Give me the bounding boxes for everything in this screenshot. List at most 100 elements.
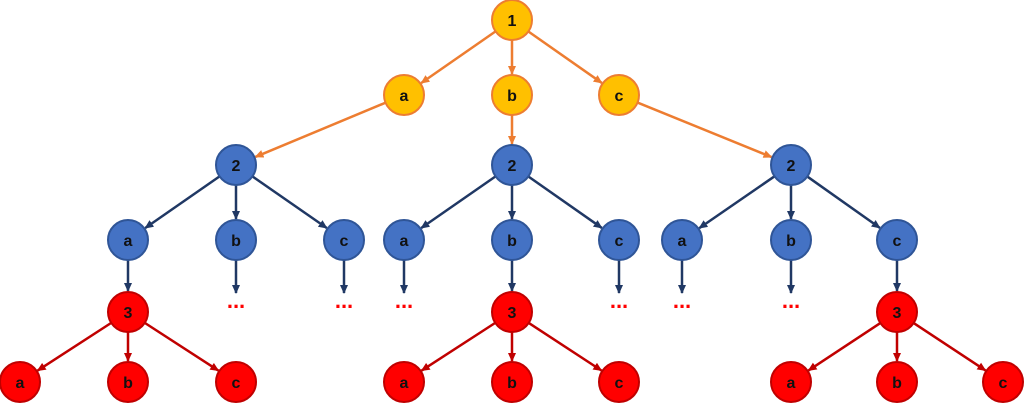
- root-node: 1: [491, 0, 533, 41]
- edge-node2-1-to-c: [527, 175, 603, 229]
- choice-node-l3-2-a-circle: [770, 361, 812, 403]
- ellipsis-l2-2-a: ...: [673, 288, 691, 313]
- level2-node-1: 2: [491, 144, 533, 186]
- level2-node-0-circle: [215, 144, 257, 186]
- choice-node-l2-1-b-label: b: [507, 233, 517, 250]
- level2-node-2: 2: [770, 144, 812, 186]
- level2-node-0: 2: [215, 144, 257, 186]
- choice-node-l2-0-b: b: [215, 219, 257, 261]
- choice-node-l1-c: c: [598, 74, 640, 116]
- level3-node-2-label: 3: [893, 305, 902, 322]
- choice-node-l2-1-a-circle: [383, 219, 425, 261]
- choice-node-l2-0-c: c: [323, 219, 365, 261]
- choice-node-l2-2-b: b: [770, 219, 812, 261]
- choice-node-l2-1-c: c: [598, 219, 640, 261]
- choice-node-l1-b-circle: [491, 74, 533, 116]
- level3-node-1: 3: [491, 291, 533, 333]
- choice-node-l3-2-c: c: [982, 361, 1024, 403]
- choice-node-l3-0-c-label: c: [232, 375, 241, 392]
- choice-node-l3-1-b-circle: [491, 361, 533, 403]
- choice-node-l1-c-label: c: [615, 88, 624, 105]
- choice-node-l2-2-a: a: [661, 219, 703, 261]
- choice-node-l2-2-c-label: c: [893, 233, 902, 250]
- choice-node-l3-0-c-circle: [215, 361, 257, 403]
- root-node-label: 1: [508, 13, 517, 30]
- choice-node-l2-1-a: a: [383, 219, 425, 261]
- level2-node-1-circle: [491, 144, 533, 186]
- ellipsis-l2-2-b: ...: [782, 288, 800, 313]
- choice-node-l2-0-a-circle: [107, 219, 149, 261]
- edge-node3-0-to-c: [144, 321, 220, 372]
- edge-node3-1-to-a: [420, 321, 496, 372]
- level3-node-2: 3: [876, 291, 918, 333]
- choice-node-l3-0-b-label: b: [123, 375, 133, 392]
- choice-node-l2-0-a: a: [107, 219, 149, 261]
- edge-choice-to-node2-2: [637, 101, 773, 159]
- edge-node3-0-to-a: [36, 321, 112, 372]
- ellipsis-l2-1-a: ...: [395, 288, 413, 313]
- level3-node-0-label: 3: [124, 305, 133, 322]
- edge-node2-0-to-a: [144, 175, 221, 230]
- edge-node2-0-to-c: [251, 175, 328, 230]
- choice-node-l3-0-c: c: [215, 361, 257, 403]
- level3-node-1-label: 3: [508, 305, 517, 322]
- choice-node-l3-2-c-circle: [982, 361, 1024, 403]
- choice-node-l2-0-c-label: c: [340, 233, 349, 250]
- edge-node2-2-to-c: [806, 175, 881, 229]
- level3-node-0: 3: [107, 291, 149, 333]
- choice-node-l3-1-c: c: [598, 361, 640, 403]
- ellipsis-l2-0-b: ...: [227, 288, 245, 313]
- choice-node-l3-2-b: b: [876, 361, 918, 403]
- choice-node-l3-2-a-label: a: [787, 375, 796, 392]
- choice-node-l2-2-c-circle: [876, 219, 918, 261]
- choice-node-l1-a-label: a: [400, 88, 409, 105]
- choice-node-l2-2-a-label: a: [678, 233, 687, 250]
- level2-node-2-circle: [770, 144, 812, 186]
- choice-node-l3-1-b-label: b: [507, 375, 517, 392]
- choice-node-l3-2-b-label: b: [892, 375, 902, 392]
- edge-root-to-choice-c: [527, 30, 603, 84]
- choice-node-l1-b: b: [491, 74, 533, 116]
- level2-node-0-label: 2: [232, 158, 241, 175]
- choice-node-l1-b-label: b: [507, 88, 517, 105]
- edge-node3-1-to-c: [528, 321, 603, 372]
- choice-node-l1-a: a: [383, 74, 425, 116]
- choice-node-l2-1-c-circle: [598, 219, 640, 261]
- level3-node-1-circle: [491, 291, 533, 333]
- edges-layer: [36, 30, 987, 372]
- choice-node-l1-c-circle: [598, 74, 640, 116]
- edge-root-to-choice-a: [420, 30, 497, 85]
- edge-choice-to-node2-0: [254, 101, 387, 159]
- choice-node-l2-1-c-label: c: [615, 233, 624, 250]
- ellipsis-l2-0-c: ...: [335, 288, 353, 313]
- choice-node-l2-1-a-label: a: [400, 233, 409, 250]
- choice-node-l3-0-a-circle: [0, 361, 41, 403]
- edge-node2-2-to-a: [698, 175, 776, 230]
- choice-node-l2-0-b-circle: [215, 219, 257, 261]
- choice-node-l3-0-b-circle: [107, 361, 149, 403]
- choice-node-l2-2-b-circle: [770, 219, 812, 261]
- choice-node-l2-0-b-label: b: [231, 233, 241, 250]
- choice-node-l2-2-b-label: b: [786, 233, 796, 250]
- choice-node-l2-1-b-circle: [491, 219, 533, 261]
- choice-node-l2-2-a-circle: [661, 219, 703, 261]
- choice-node-l3-1-a-circle: [383, 361, 425, 403]
- choice-node-l3-0-a-label: a: [16, 375, 25, 392]
- choice-node-l3-1-b: b: [491, 361, 533, 403]
- choice-node-l3-1-c-label: c: [615, 375, 624, 392]
- choice-node-l2-0-a-label: a: [124, 233, 133, 250]
- choice-node-l2-0-c-circle: [323, 219, 365, 261]
- edge-node3-2-to-c: [913, 321, 987, 372]
- choice-node-l2-1-b: b: [491, 219, 533, 261]
- edge-node2-1-to-a: [420, 175, 497, 230]
- choice-node-l3-2-c-label: c: [999, 375, 1008, 392]
- choice-node-l3-0-a: a: [0, 361, 41, 403]
- choice-node-l2-2-c: c: [876, 219, 918, 261]
- level2-node-2-label: 2: [787, 158, 796, 175]
- ellipsis-l2-1-c: ...: [610, 288, 628, 313]
- choice-node-l3-2-b-circle: [876, 361, 918, 403]
- choice-node-l3-0-b: b: [107, 361, 149, 403]
- choice-node-l1-a-circle: [383, 74, 425, 116]
